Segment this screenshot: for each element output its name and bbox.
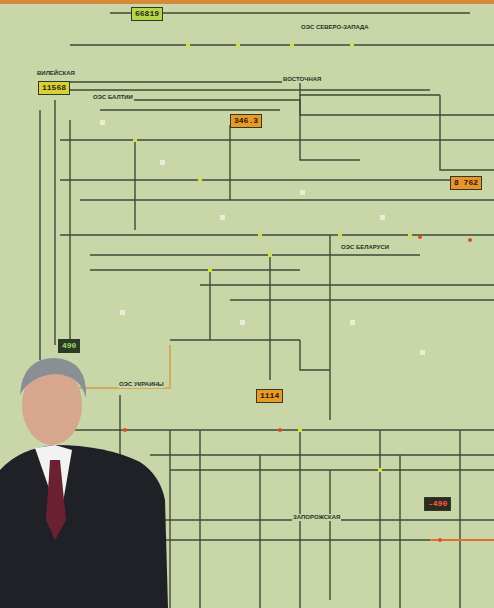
- value-display: 490: [58, 339, 80, 353]
- display-value: 8 762: [454, 178, 478, 187]
- value-display: 346.3: [230, 114, 262, 128]
- value-display: 8 762: [450, 176, 482, 190]
- alarm-lamps: [123, 235, 472, 542]
- display-value: 11568: [42, 83, 66, 92]
- value-display: 11568: [38, 81, 70, 95]
- display-value: 66819: [135, 9, 159, 18]
- station-label: ОЭС БАЛТИИ: [92, 94, 134, 101]
- highlight-line: [430, 539, 494, 541]
- station-label: ВИЛЕЙСКАЯ: [36, 70, 76, 77]
- station-label: ОЭС УКРАИНЫ: [118, 381, 165, 388]
- display-value: 346.3: [234, 116, 258, 125]
- station-label: ВОСТОЧНАЯ: [282, 76, 322, 83]
- display-value: -490: [428, 499, 447, 508]
- value-display: 66819: [131, 7, 163, 21]
- display-value: 490: [62, 341, 76, 350]
- indicator-lamps: [133, 43, 412, 472]
- top-strip: [0, 0, 494, 4]
- display-value: 1114: [260, 391, 279, 400]
- station-label: ОЭС БЕЛАРУСИ: [340, 244, 390, 251]
- value-display: -490: [424, 497, 451, 511]
- station-label: ОЭС СЕВЕРО-ЗАПАДА: [300, 24, 370, 31]
- station-label: ЗАПОРОЖСКАЯ: [292, 514, 341, 521]
- blank-lamps: [100, 120, 425, 355]
- value-display: 1114: [256, 389, 283, 403]
